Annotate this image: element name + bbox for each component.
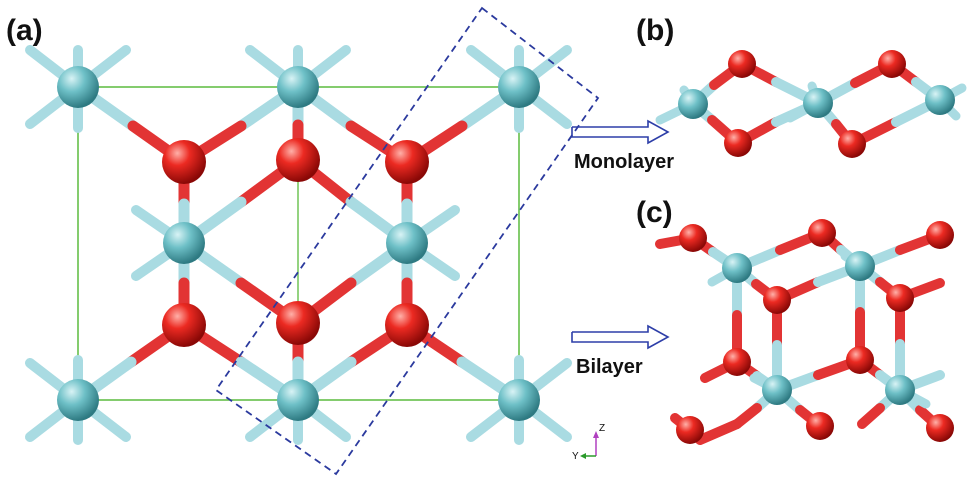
bilayer-arrow: [571, 324, 670, 350]
panel-b-monolayer: [655, 50, 967, 158]
panel-c-bilayer: [655, 219, 954, 445]
axis-y-label: Y: [572, 451, 579, 462]
axis-indicator: Z Y: [572, 423, 605, 462]
monolayer-selection-box: [214, 6, 600, 476]
bilayer-label: Bilayer: [576, 356, 643, 378]
panel-a-metal-atoms: [57, 66, 540, 421]
monolayer-label: Monolayer: [574, 151, 674, 173]
panel-c-label: (c): [636, 196, 673, 229]
panel-a-structure: [25, 6, 600, 476]
monolayer-arrow: [571, 119, 670, 145]
axis-z-label: Z: [599, 423, 605, 434]
panel-b-label: (b): [636, 14, 674, 47]
panel-a-label: (a): [6, 14, 43, 47]
panel-a-oxygen-atoms: [162, 138, 429, 347]
